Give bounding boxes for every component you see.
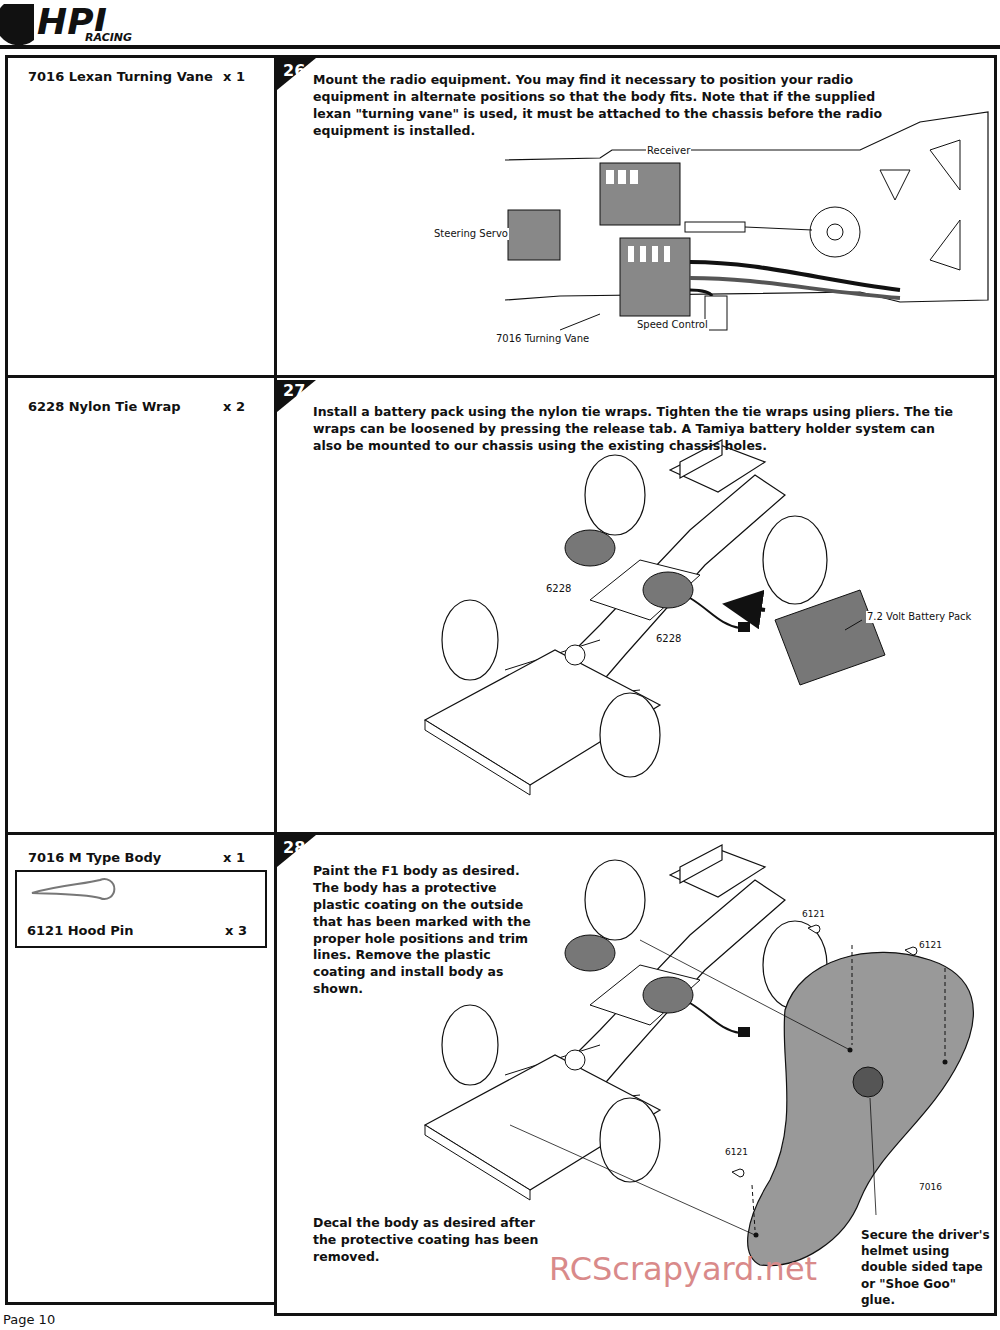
part-name: 7016 M Type Body	[28, 849, 218, 867]
logo-subtext: RACING	[84, 31, 133, 44]
instruction-text: Decal the body as desired after the prot…	[313, 1215, 545, 1266]
part-qty: x 2	[223, 398, 263, 416]
part-qty: x 1	[223, 849, 263, 867]
part-name: 6121 Hood Pin	[27, 922, 207, 940]
watermark: RCScrapyard.net	[548, 1250, 818, 1288]
instruction-text: Paint the F1 body as desired. The body h…	[313, 863, 545, 998]
part-name: 7016 Lexan Turning Vane	[28, 68, 218, 86]
part-label: 7.2 Volt Battery Pack	[866, 611, 972, 623]
page-number: Page 10	[2, 1312, 56, 1328]
callout-number: 6228	[545, 583, 572, 595]
note-text: Secure the driver's helmet using double …	[861, 1227, 993, 1308]
part-label: 7016 Turning Vane	[495, 333, 590, 345]
parts-cell: 7016 Lexan Turning Vane x 1	[5, 55, 277, 378]
part-name: 6228 Nylon Tie Wrap	[28, 398, 218, 416]
part-label: Speed Control	[636, 319, 709, 331]
callout-number: 6121	[801, 909, 826, 920]
part-qty: x 1	[223, 68, 263, 86]
step-number: 26	[283, 60, 313, 82]
part-label: Steering Servo	[433, 228, 509, 240]
step-cell: 27Install a battery pack using the nylon…	[274, 375, 997, 835]
callout-number: 6121	[724, 1147, 749, 1158]
callout-number: 6228	[655, 633, 682, 645]
parts-cell: 6228 Nylon Tie Wrap x 2	[5, 375, 277, 835]
instruction-text: Install a battery pack using the nylon t…	[313, 404, 963, 455]
part-qty: x 3	[225, 922, 261, 940]
step-number: 28	[283, 837, 313, 859]
instruction-text: Mount the radio equipment. You may find …	[313, 72, 903, 140]
callout-number: 7016	[918, 1182, 943, 1193]
step-number: 27	[283, 380, 313, 402]
part-label: Receiver	[646, 145, 691, 157]
parts-cell: 28Paint the F1 body as desired. The body…	[274, 832, 997, 1316]
parts-box: 6121 Hood Pin x 3	[15, 870, 267, 948]
callout-number: 6121	[918, 940, 943, 951]
parts-cell: 7016 M Type Body x 1 6121 Hood Pin x 3	[5, 832, 277, 1305]
